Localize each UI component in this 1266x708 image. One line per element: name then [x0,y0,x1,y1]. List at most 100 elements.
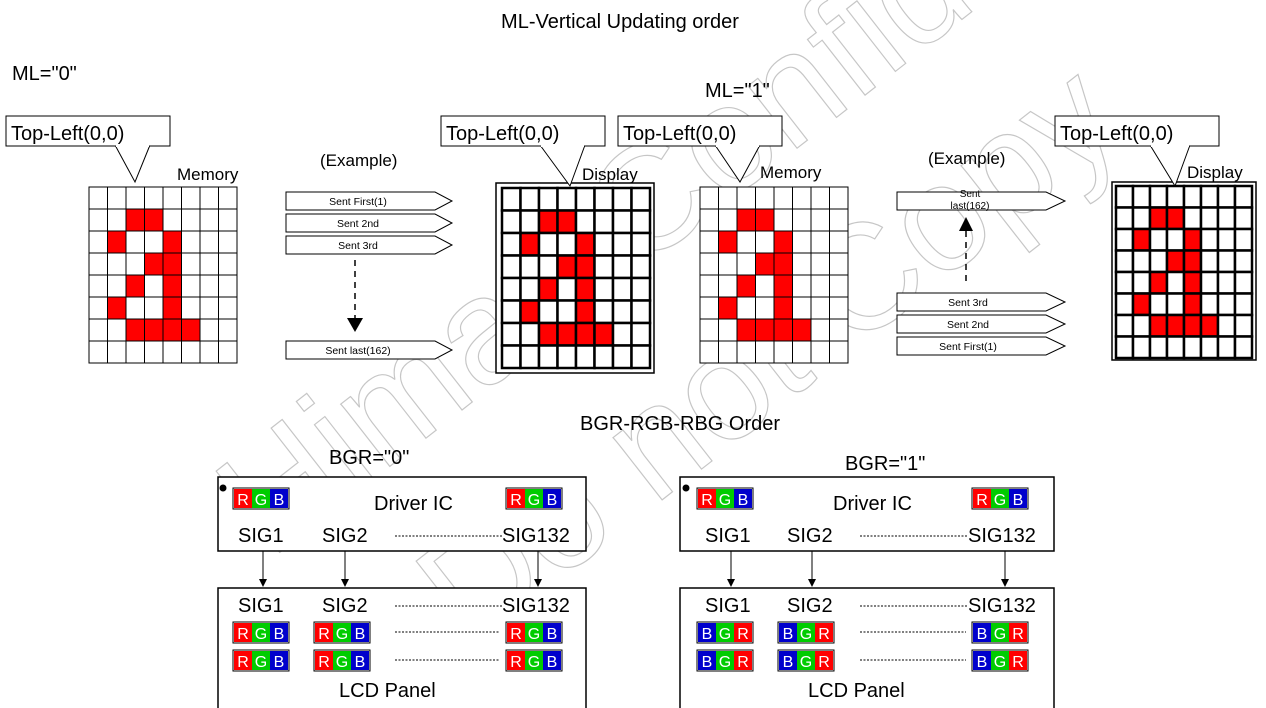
bgr0-panel-row1-pixel-1-g-letter: G [255,626,267,643]
ml0-display-cell [537,321,559,347]
ml0-memory-cell [107,252,127,276]
bgr0-driver-pixel-1-g-subpixel [252,489,270,508]
ml1-display-cell [1199,206,1220,231]
ml1-memory-cell [792,296,812,320]
ml1-display-cell [1148,270,1169,295]
ml0-display-cell [500,299,522,325]
ml1-display-cell [1131,184,1152,209]
ml1-display-cell [1216,249,1237,274]
ml0-display-callout-text: Top-Left(0,0) [446,123,559,145]
ml1-display-cell [1216,313,1237,338]
ml1-display-cell [1114,184,1135,209]
bgr0-panel-row1-pixel-1-b-subpixel [270,623,288,642]
ml1-display-cell [1233,292,1254,317]
bgr0-panel-row1-pixel-2-r-letter: R [318,626,330,643]
ml0-display-cell [537,299,559,325]
ml0-display-cell [630,299,652,325]
ml1-memory-grid [699,186,849,364]
ml0-memory-cell [199,208,219,232]
ml0-memory-cell [199,340,219,364]
ml0-display-cell [556,299,578,325]
ml0-display-cell [537,231,559,257]
bgr0-panel-row1-pixel-2-r-subpixel [315,623,333,642]
ml1-memory-cell [773,340,793,364]
ml0-display-cell [630,254,652,280]
ml1-display-cell [1114,206,1135,231]
ml1-display-cell [1182,206,1203,231]
bgr1-panel-row1-pixel-2-b-subpixel [779,623,797,642]
ml1-memory-cell [792,208,812,232]
ml1-display-cell [1182,249,1203,274]
ml0-display-label: Display [582,165,638,184]
bgr0-driver-pixel-132-b-subpixel [543,489,561,508]
bgr1-driver-pixel-132-g-subpixel [991,489,1009,508]
ml1-display-cell [1131,270,1152,295]
bgr1-panel-row1-pixel-3-r-letter: R [1012,626,1024,643]
bgr1-panel-row1-pixel-1-g-subpixel [716,623,734,642]
bgr0-panel-row1-pixel-2-b-subpixel [351,623,369,642]
ml0-memory-cell [107,208,127,232]
bgr0-panel-row2-pixel-1-b-letter: B [274,654,285,671]
ml1-memory-callout: Top-Left(0,0) [617,115,783,183]
ml1-memory-cell [810,230,830,254]
bgr0-panel-row2-pixel-2-b-letter: B [355,654,366,671]
ml0-display-cell [630,186,652,212]
ml0-display-cell [519,344,541,370]
ml1-memory-cell [699,274,719,298]
bgr1-panel-row2-pixel-3-r-letter: R [1012,654,1024,671]
ml0-display-cell [500,254,522,280]
bgr1-panel-row2-pixel-3-b-letter: B [977,654,988,671]
ml1-label: ML="1" [705,80,770,102]
ml1-memory-cell [718,186,738,210]
ml1-memory-cell [773,208,793,232]
ml0-display-cell [519,186,541,212]
ml1-display-cell [1216,270,1237,295]
ml0-memory-cell [199,252,219,276]
ml1-example-label: (Example) [928,149,1005,168]
bgr1-panel-row2-pixel-3-g-subpixel [991,651,1009,670]
ml1-memory-cell [773,318,793,342]
ml0-display-cell [500,186,522,212]
ml0-memory-cell [218,340,238,364]
ml0-display-cell [630,344,652,370]
ml1-memory-cell [736,230,756,254]
bgr1-panel-row1-pixel-3-b-letter: B [977,626,988,643]
ml1-display-cell [1131,292,1152,317]
ml1-memory-cell [829,186,849,210]
ml0-display-cell [519,209,541,235]
bgr1-panel-row2-pixel-1-b-letter: B [702,654,713,671]
ml0-example-label: (Example) [320,151,397,170]
ml1-memory-cell [792,340,812,364]
ml1-display-cell [1148,292,1169,317]
bgr1-panel-row2-pixel-2-b-subpixel [779,651,797,670]
ml1-send-1: Sent First(1) [896,336,1067,356]
ml0-display-cell [593,344,615,370]
bgr0-panel-row1-pixel-3-b-letter: B [547,626,558,643]
bgr1-panel-row2-pixel-3-g-letter: G [994,654,1006,671]
ml1-memory-cell [755,230,775,254]
ml1-memory: Top-Left(0,0) Memory [617,115,849,364]
ml1-memory-cell [699,186,719,210]
ml0-display-cell [574,254,596,280]
ml1-memory-cell [718,274,738,298]
bgr0-panel-row2-pixel-1-b-subpixel [270,651,288,670]
ml0-display-cell [556,344,578,370]
ml1-memory-cell [829,340,849,364]
bgr1-panel-row2-pixel-1-g-letter: G [719,654,731,671]
ml0-memory-cell [181,296,201,320]
ml0-display-cell [519,254,541,280]
ml1-display-cell [1165,184,1186,209]
ml1-memory-cell [829,230,849,254]
ml1-display: Top-Left(0,0) Display [1054,115,1257,361]
ml1-memory-label: Memory [760,163,822,182]
ml1-memory-cell [829,208,849,232]
bgr0-panel-row2-pixel-3-b-letter: B [547,654,558,671]
bgr0-panel-box [217,587,587,708]
ml1-memory-cell [718,296,738,320]
ml1-memory-cell [810,296,830,320]
ml0-memory-cell [218,186,238,210]
bgr0-panel-row2-pixel-3-r-subpixel [507,651,525,670]
